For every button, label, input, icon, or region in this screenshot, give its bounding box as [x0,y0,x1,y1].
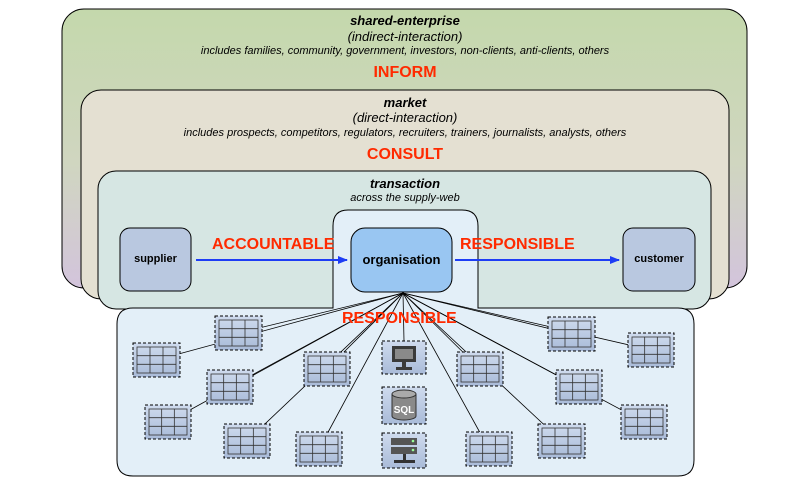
grid-unit-icon [132,342,181,378]
market-title: market [383,95,427,110]
supplier-node[interactable] [119,227,192,292]
market-note: includes prospects, competitors, regulat… [183,127,627,139]
customer-node[interactable] [622,227,696,292]
database-icon: SQL [381,386,427,425]
responsible-external-label: RESPONSIBLE [460,236,575,253]
grid-unit-icon [537,423,586,459]
grid-unit-icon [627,332,675,368]
grid-unit-icon [295,431,343,467]
connector-lines [156,292,652,450]
grid-unit-icon [214,315,263,351]
consult-label: CONSULT [366,146,444,163]
shared-enterprise-title: shared-enterprise [350,13,460,28]
grid-unit-icon [144,404,192,440]
connector-line [402,292,405,342]
server-icon [381,432,427,469]
grid-unit-icon [303,351,351,387]
connector-line [402,292,652,351]
customer-label: customer [634,253,684,265]
shared-enterprise-subtitle: (indirect-interaction) [347,29,463,44]
accountable-label: ACCOUNTABLE [212,236,335,253]
organisation-label: organisation [362,252,441,267]
grid-unit-icon [555,369,603,405]
transaction-title: transaction [369,176,441,191]
grid-unit-icon [465,431,513,467]
grid-unit-icon [456,351,504,387]
supplier-label: supplier [134,253,177,265]
monitor-icon [381,340,427,375]
grid-unit-icon [547,316,596,352]
connector-line [318,292,404,450]
grid-unit-icon [223,423,271,459]
shared-enterprise-note: includes families, community, government… [200,45,610,57]
connector-line [402,292,490,450]
svg-text:SQL: SQL [394,405,415,416]
connector-line [402,292,645,423]
connector-line [238,292,404,334]
responsible-internal-label: RESPONSIBLE [342,310,457,327]
organisation-node[interactable] [350,227,453,293]
grid-unit-icon [620,404,668,440]
connector-line [156,292,404,361]
inform-label: INFORM [373,64,437,81]
grid-unit-icon [206,369,254,405]
market-subtitle: (direct-interaction) [352,110,458,125]
transaction-note: across the supply-web [350,192,460,204]
